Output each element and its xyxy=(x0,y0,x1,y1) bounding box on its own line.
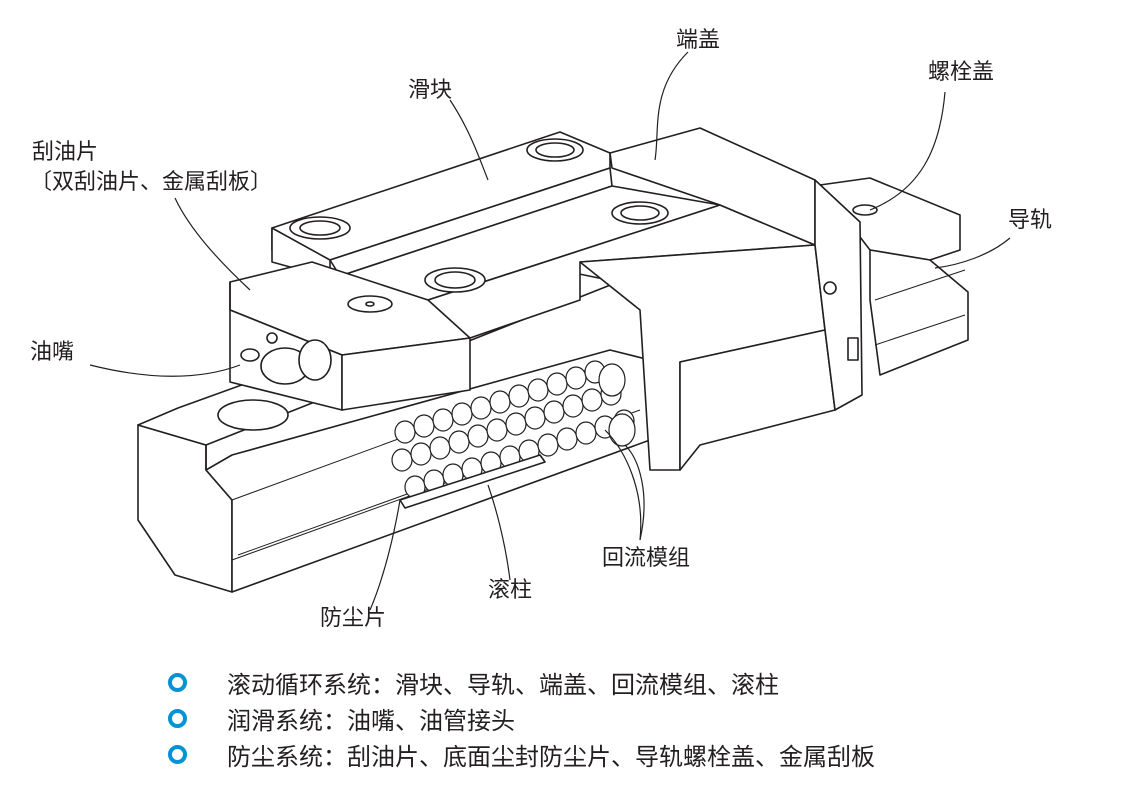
wiper-seal xyxy=(229,261,471,411)
legend-text: 润滑系统：油嘴、油管接头 xyxy=(227,706,515,735)
roller xyxy=(537,433,559,457)
legend-item: 润滑系统：油嘴、油管接头 xyxy=(168,700,1068,736)
roller xyxy=(524,406,546,430)
label-return-module: 回流模组 xyxy=(602,546,691,571)
label-slider-block: 滑块 xyxy=(408,78,453,103)
label-roller: 滚柱 xyxy=(488,578,533,603)
ring-bullet-icon xyxy=(168,708,187,728)
roller xyxy=(486,418,508,442)
slider-block xyxy=(271,131,836,471)
system-legend: 滚动循环系统：滑块、导轨、端盖、回流模组、滚柱 润滑系统：油嘴、油管接头 防尘系… xyxy=(168,664,1068,772)
label-wiper-line1: 刮油片 xyxy=(32,140,99,165)
legend-item: 滚动循环系统：滑块、导轨、端盖、回流模组、滚柱 xyxy=(168,664,1068,700)
return-loop xyxy=(598,363,626,397)
roller xyxy=(505,412,527,436)
roller xyxy=(546,372,568,396)
label-wiper-line2: 〔双刮油片、金属刮板〕 xyxy=(30,170,273,195)
roller xyxy=(527,378,549,402)
linear-guide-drawing xyxy=(89,51,1011,611)
dust-strip xyxy=(399,454,546,509)
legend-text: 滚动循环系统：滑块、导轨、端盖、回流模组、滚柱 xyxy=(227,670,779,699)
roller xyxy=(508,384,530,408)
roller xyxy=(451,402,473,426)
roller xyxy=(565,366,587,390)
roller-chain xyxy=(391,360,636,499)
roller xyxy=(562,394,584,418)
roller xyxy=(543,400,565,424)
roller xyxy=(448,430,470,454)
return-loop xyxy=(608,413,636,447)
roller xyxy=(467,424,489,448)
label-bolt-cap: 螺栓盖 xyxy=(928,60,995,85)
label-dust-strip: 防尘片 xyxy=(320,606,387,631)
roller xyxy=(391,448,413,472)
roller xyxy=(429,436,451,460)
end-cap xyxy=(609,127,863,411)
roller xyxy=(410,442,432,466)
roller xyxy=(575,421,597,445)
roller xyxy=(394,420,416,444)
roller xyxy=(581,388,603,412)
legend-item: 防尘系统：刮油片、底面尘封防尘片、导轨螺栓盖、金属刮板 xyxy=(168,736,1068,772)
roller xyxy=(489,390,511,414)
ring-bullet-icon xyxy=(168,744,187,764)
roller xyxy=(432,408,454,432)
leader-lines xyxy=(89,51,1011,611)
linear-guide-diagram: 端盖 螺栓盖 滑块 刮油片 〔双刮油片、金属刮板〕 导轨 油嘴 回流模组 滚柱 … xyxy=(30,28,1053,631)
label-grease-nipple: 油嘴 xyxy=(30,340,75,365)
roller xyxy=(413,414,435,438)
legend-text: 防尘系统：刮油片、底面尘封防尘片、导轨螺栓盖、金属刮板 xyxy=(227,742,875,771)
roller xyxy=(470,396,492,420)
ring-bullet-icon xyxy=(168,672,187,692)
label-rail: 导轨 xyxy=(1008,208,1053,233)
roller xyxy=(556,427,578,451)
label-end-cap: 端盖 xyxy=(676,28,721,53)
